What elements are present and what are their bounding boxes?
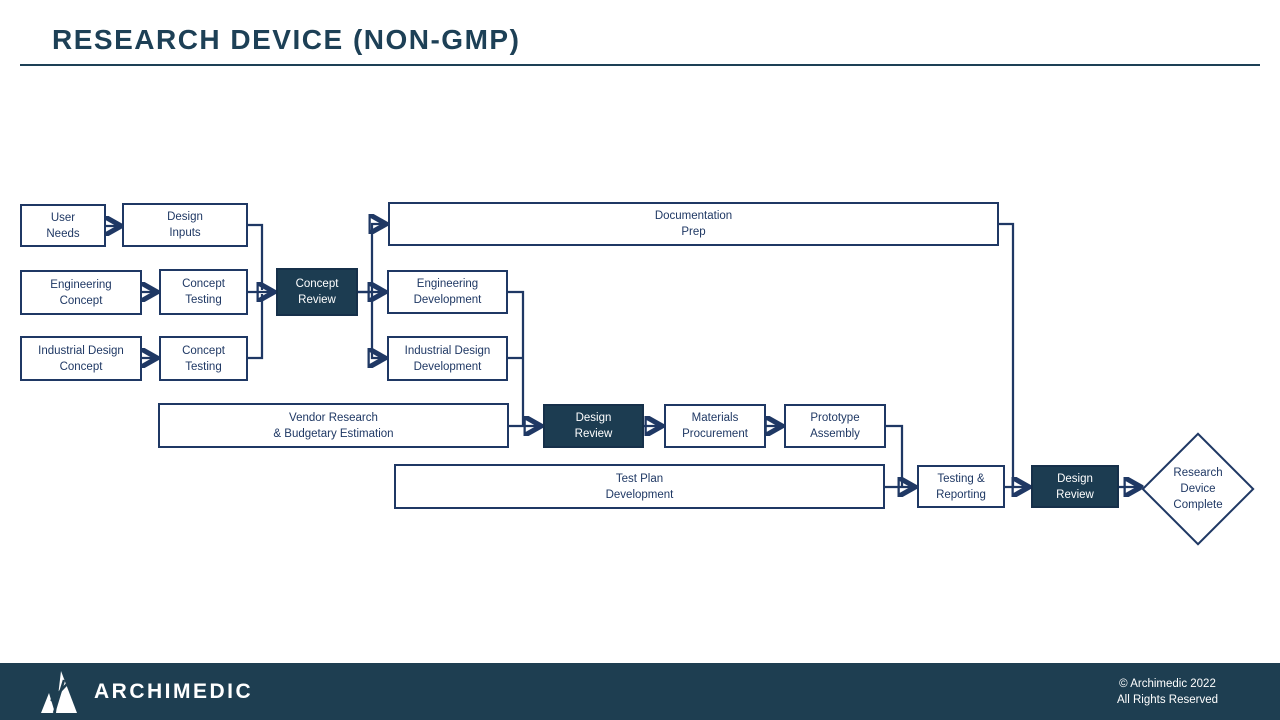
node-engineering-development: Engineering Development bbox=[387, 270, 508, 314]
node-design-review-2: Design Review bbox=[1031, 465, 1119, 508]
node-design-review-1: Design Review bbox=[543, 404, 644, 448]
node-concept-testing-2: Concept Testing bbox=[159, 336, 248, 381]
footer-copyright: © Archimedic 2022 All Rights Reserved bbox=[1117, 677, 1218, 706]
footer-bar: ARCHIMEDIC © Archimedic 2022 All Rights … bbox=[0, 663, 1280, 720]
node-concept-testing-1: Concept Testing bbox=[159, 269, 248, 315]
node-research-device-complete: Research Device Complete bbox=[1173, 467, 1223, 511]
node-concept-review: Concept Review bbox=[276, 268, 358, 316]
edge-engineering-development-junction bbox=[508, 290, 525, 425]
brand-wordmark: ARCHIMEDIC bbox=[94, 679, 254, 703]
edge-design-inputs-junction bbox=[248, 223, 264, 290]
edge-concept-review-documentation-prep bbox=[358, 224, 384, 294]
node-vendor-research: Vendor Research & Budgetary Estimation bbox=[158, 403, 509, 448]
node-materials-procurement: Materials Procurement bbox=[664, 404, 766, 448]
node-industrial-design-concept: Industrial Design Concept bbox=[20, 336, 142, 381]
edge-documentation-prep-junction bbox=[999, 222, 1015, 486]
node-test-plan-development: Test Plan Development bbox=[394, 464, 885, 509]
archimedic-mountain-logo-icon bbox=[41, 670, 77, 713]
page-title: RESEARCH DEVICE (NON-GMP) bbox=[52, 24, 521, 55]
edge-concept-testing2-junction bbox=[248, 294, 264, 360]
node-design-inputs: Design Inputs bbox=[122, 203, 248, 247]
node-engineering-concept: Engineering Concept bbox=[20, 270, 142, 315]
node-industrial-design-development: Industrial Design Development bbox=[387, 336, 508, 381]
node-prototype-assembly: Prototype Assembly bbox=[784, 404, 886, 448]
node-testing-reporting: Testing & Reporting bbox=[917, 465, 1005, 508]
node-user-needs: User Needs bbox=[20, 204, 106, 247]
title-underline bbox=[20, 64, 1260, 66]
node-documentation-prep: Documentation Prep bbox=[388, 202, 999, 246]
edge-concept-review-industrial-design-development bbox=[372, 292, 383, 358]
edge-prototype-assembly-junction bbox=[886, 424, 904, 486]
